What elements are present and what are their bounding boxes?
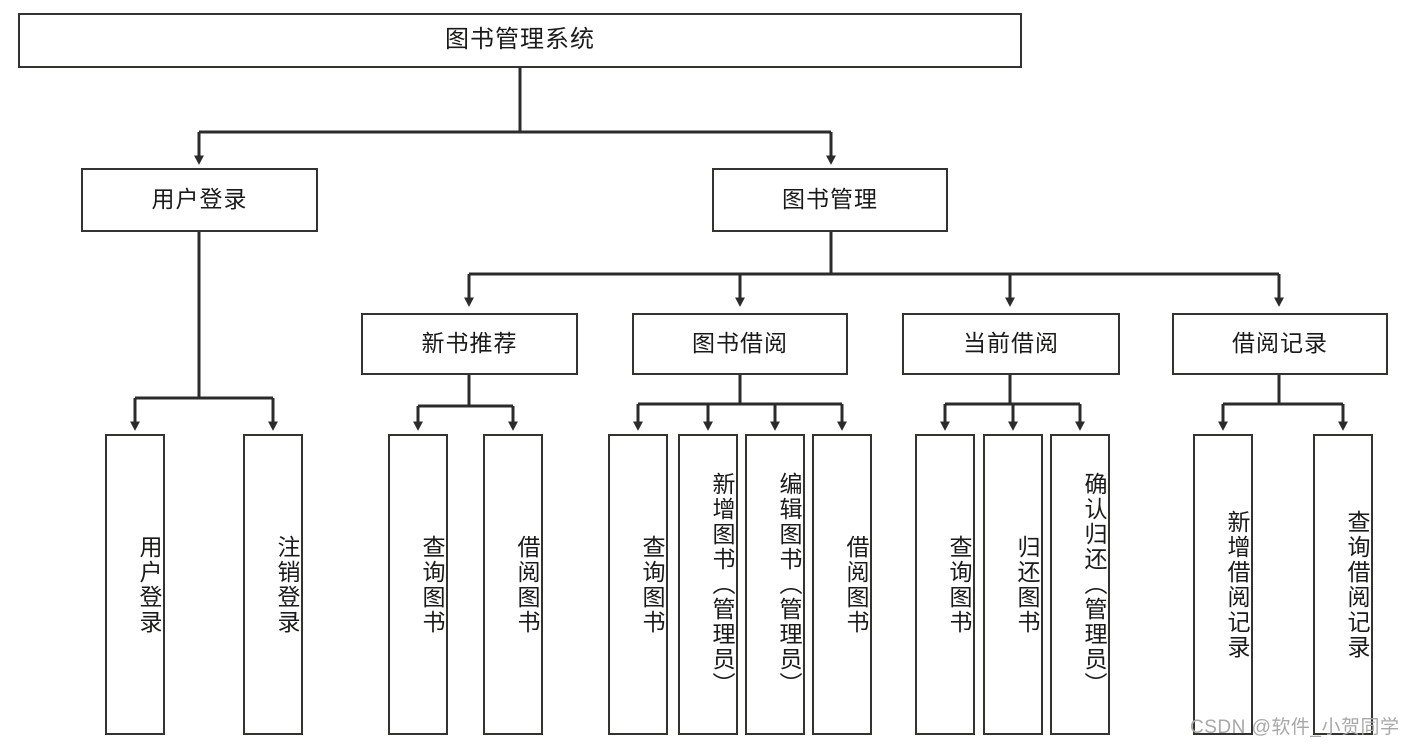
node-label: 注销登录 <box>274 534 300 635</box>
node-label: 新书推荐 <box>421 330 518 357</box>
node-label: 查询图书 <box>946 534 972 635</box>
node-current-borrow[interactable]: 当前借阅 <box>902 313 1120 375</box>
node-label: 当前借阅 <box>963 330 1059 357</box>
node-label: 用户登录 <box>151 186 248 213</box>
node-label: 查询图书 <box>639 534 665 635</box>
node-book-management[interactable]: 图书管理 <box>712 168 948 232</box>
leaf-add-borrow-record[interactable]: 新增借阅记录 <box>1193 434 1253 735</box>
node-label: 新增借阅记录 <box>1224 509 1250 660</box>
node-label: 图书管理 <box>782 186 878 213</box>
leaf-user-login[interactable]: 用户登录 <box>105 434 165 735</box>
leaf-borrow-book-recommend[interactable]: 借阅图书 <box>483 434 543 735</box>
leaf-query-book-recommend[interactable]: 查询图书 <box>388 434 448 735</box>
leaf-query-book-borrow[interactable]: 查询图书 <box>608 434 668 735</box>
leaf-logout[interactable]: 注销登录 <box>243 434 303 735</box>
node-label: 用户登录 <box>136 534 162 635</box>
node-user-login[interactable]: 用户登录 <box>81 168 318 232</box>
node-label: 图书借阅 <box>692 330 788 357</box>
leaf-confirm-return-admin[interactable]: 确认归还（管理员） <box>1050 434 1110 735</box>
node-label: 借阅图书 <box>514 534 540 635</box>
csdn-watermark: CSDN @软件_小贺同学 <box>1190 717 1400 738</box>
node-new-book-recommend[interactable]: 新书推荐 <box>361 313 578 375</box>
node-borrow-record[interactable]: 借阅记录 <box>1172 313 1388 375</box>
node-label: 确认归还（管理员） <box>1081 472 1107 697</box>
leaf-borrow-book[interactable]: 借阅图书 <box>812 434 872 735</box>
node-label: 图书管理系统 <box>445 26 595 54</box>
node-label: 编辑图书（管理员） <box>776 472 802 697</box>
node-label: 新增图书（管理员） <box>709 472 735 697</box>
leaf-query-borrow-record[interactable]: 查询借阅记录 <box>1313 434 1373 735</box>
node-label: 借阅记录 <box>1232 330 1328 357</box>
node-label: 归还图书 <box>1014 534 1040 635</box>
leaf-edit-book-admin[interactable]: 编辑图书（管理员） <box>745 434 805 735</box>
node-label: 借阅图书 <box>843 534 869 635</box>
node-label: 查询借阅记录 <box>1344 509 1370 660</box>
node-book-borrow[interactable]: 图书借阅 <box>632 313 848 375</box>
node-root-library-system[interactable]: 图书管理系统 <box>18 13 1022 68</box>
leaf-return-book[interactable]: 归还图书 <box>983 434 1043 735</box>
leaf-add-book-admin[interactable]: 新增图书（管理员） <box>678 434 738 735</box>
node-label: 查询图书 <box>419 534 445 635</box>
leaf-query-book-current[interactable]: 查询图书 <box>915 434 975 735</box>
